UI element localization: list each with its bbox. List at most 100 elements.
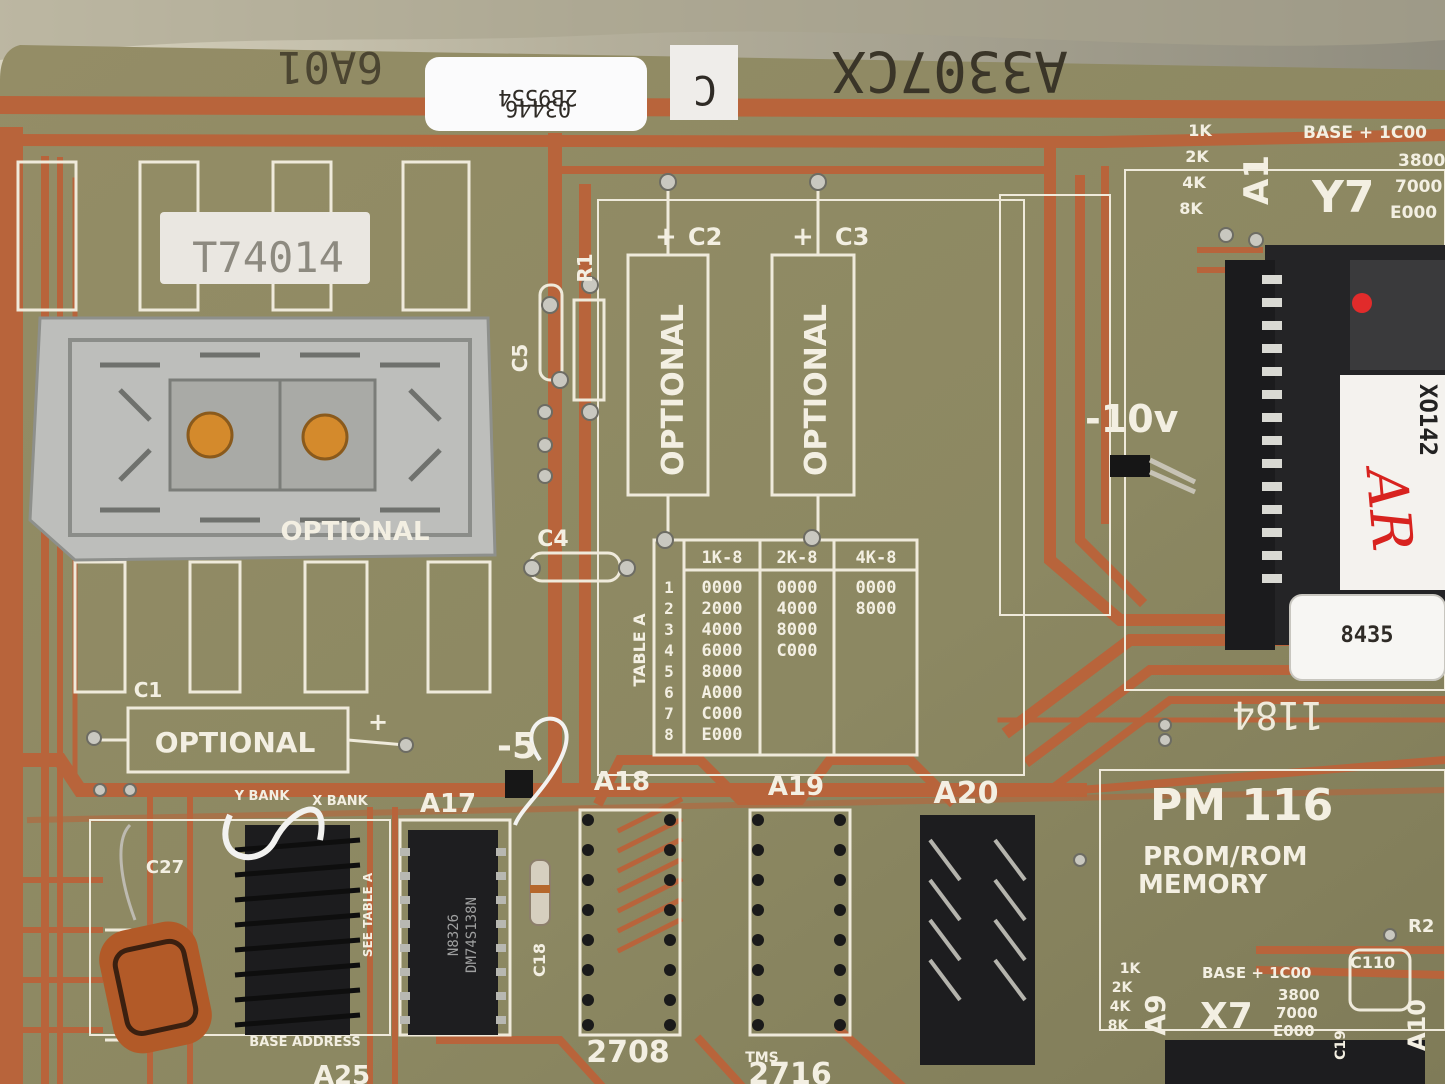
table-a-cell: A000: [702, 683, 743, 703]
serial-line2: 03446: [505, 95, 571, 120]
c3-plus: +: [792, 222, 814, 252]
label-r1: R1: [573, 253, 597, 282]
label-a17: A17: [420, 789, 476, 819]
pin-header-bank: [222, 806, 361, 1035]
table-a-cell: C000: [702, 704, 743, 724]
base-header: BASE + 1C00: [1303, 123, 1427, 143]
label-c3: C3: [835, 223, 869, 251]
base-value: 7000: [1395, 177, 1442, 197]
label-y7: Y7: [1311, 172, 1374, 223]
tag-sticker: [160, 212, 370, 284]
sockets-a18-a19: [582, 814, 846, 1031]
size-label: 2K: [1112, 980, 1134, 996]
label-a1: A1: [1237, 155, 1277, 205]
table-a-cell: 4000: [702, 620, 743, 640]
table-a-cell: C000: [777, 641, 818, 661]
label-c2: C2: [688, 223, 722, 251]
table-a-cell: 8000: [856, 599, 897, 619]
c2-plus: +: [655, 222, 677, 252]
size-label: 1K: [1188, 121, 1212, 140]
label-x-bank: X BANK: [312, 794, 368, 809]
label-a9: A9: [1139, 994, 1172, 1035]
chip-handwritten: AR: [1352, 461, 1424, 554]
table-a-row-numbers: 1 2 3 4 5 6 7 8: [664, 578, 674, 744]
table-a-col-header: 4K-8: [856, 548, 897, 568]
label-2708: 2708: [586, 1035, 670, 1070]
table-a-cell: 6000: [702, 641, 743, 661]
label-minus-10v: -10v: [1085, 397, 1179, 441]
size-label: 4K: [1110, 999, 1132, 1015]
label-c27: C27: [146, 857, 184, 878]
optional-c3: OPTIONAL: [799, 304, 834, 476]
socket-a20: [920, 815, 1035, 1065]
base-value: E000: [1273, 1022, 1315, 1040]
base-header: BASE + 1C00: [1202, 964, 1311, 982]
rev-sticker: [670, 45, 738, 120]
label-a20: A20: [934, 776, 999, 811]
table-a-col-header: 1K-8: [702, 548, 743, 568]
table-a-row-number: 6: [664, 683, 674, 702]
table-a-title: TABLE A: [630, 613, 649, 687]
label-a18: A18: [594, 767, 650, 797]
optional-c1: OPTIONAL: [155, 726, 316, 759]
table-a-cell: 4000: [777, 599, 818, 619]
base-value: 3800: [1398, 151, 1445, 171]
serial-line1: 2B9554: [498, 84, 577, 109]
table-a-col-4k: 0000 8000: [856, 578, 897, 619]
table-a-row-number: 1: [664, 578, 674, 597]
optional-c2: OPTIONAL: [656, 304, 691, 476]
table-a-col-1k: 0000 2000 4000 6000 8000 A000 C000 E000: [702, 578, 743, 745]
label-see-table-a: SEE TABLE A: [361, 872, 375, 957]
chip-label: 8435: [1341, 623, 1394, 648]
table-a-row-number: 3: [664, 620, 674, 639]
optional-heatsink: OPTIONAL: [280, 517, 429, 547]
table-a-cell: 0000: [856, 578, 897, 598]
bottom-right-chip: [1165, 1040, 1425, 1084]
table-a-cell: E000: [702, 725, 743, 745]
base-value: E000: [1390, 203, 1437, 223]
table-a-cell: 8000: [702, 662, 743, 682]
table-a-col-2k: 0000 4000 8000 C000: [777, 578, 818, 661]
base-value: 7000: [1276, 1004, 1318, 1022]
table-a-cell: 2000: [702, 599, 743, 619]
label-x7: X7: [1200, 996, 1253, 1037]
label-a10: A10: [1403, 999, 1431, 1051]
label-2716: 2716: [748, 1057, 832, 1084]
resistor-c18: [529, 859, 551, 926]
ic-a17-marking-1: N8326: [446, 914, 462, 956]
rev-letter: C: [693, 66, 717, 112]
board-description-2: MEMORY: [1138, 870, 1268, 900]
label-a25: A25: [314, 1061, 370, 1084]
label-r2: R2: [1408, 916, 1434, 937]
label-y-bank: Y BANK: [234, 789, 291, 804]
label-c5: C5: [508, 344, 532, 373]
jumper-10v: [1110, 455, 1197, 495]
label-c110: C110: [1350, 953, 1395, 972]
size-table-top: 1K 2K 4K 8K BASE + 1C00 3800 7000 E000: [1179, 121, 1445, 223]
ic-a17-marking-2: DM74S138N: [464, 897, 480, 973]
tag-number: T74014: [192, 233, 344, 282]
base-value: 3800: [1278, 986, 1320, 1004]
label-c4: C4: [537, 527, 568, 552]
table-a-row-number: 5: [664, 662, 674, 681]
size-label: 2K: [1185, 147, 1209, 166]
table-a-row-number: 2: [664, 599, 674, 618]
table-a-cell: 0000: [777, 578, 818, 598]
serial-sticker: [425, 57, 647, 131]
label-a19: A19: [768, 772, 824, 802]
label-tms: TMS: [745, 1050, 779, 1066]
label-c19: C19: [1333, 1030, 1349, 1060]
size-table-bottom: 1K 2K 4K 8K BASE + 1C00 3800 7000 E000: [1108, 961, 1320, 1040]
eprom-chip-y7: [1225, 245, 1445, 681]
board-date-code: 1184: [1232, 693, 1324, 737]
table-a-row-number: 7: [664, 704, 674, 723]
table-a-headers: 1K-8 2K-8 4K-8: [702, 548, 897, 568]
size-label: 8K: [1108, 1018, 1130, 1034]
ic-a17: [400, 830, 506, 1035]
label-minus-5: -5: [497, 726, 537, 767]
table-a-row-number: 4: [664, 641, 674, 660]
table-a-cell: 8000: [777, 620, 818, 640]
board-part-number: A3307CX: [832, 38, 1068, 103]
